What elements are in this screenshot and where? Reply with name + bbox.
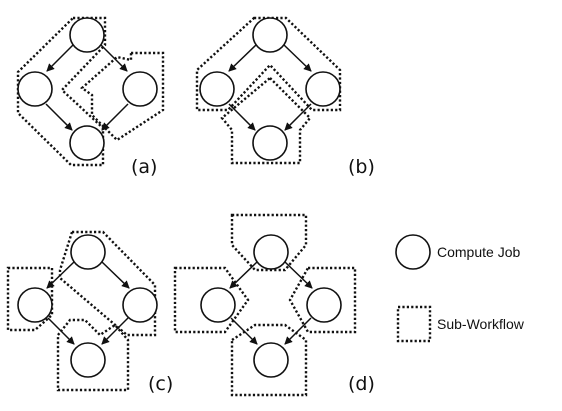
compute-job-a-right — [122, 71, 158, 107]
compute-job-c-right — [122, 287, 158, 323]
compute-job-b-left — [199, 71, 235, 107]
panel-a: (a) — [16, 16, 165, 178]
sub-workflow-b-bottom — [220, 76, 312, 165]
compute-job-a-left — [17, 71, 53, 107]
compute-job-d-bottom — [253, 342, 289, 378]
compute-job-b-right — [305, 71, 341, 107]
edge-d-right-bottom — [284, 317, 312, 345]
legend-compute-job-icon — [395, 234, 431, 270]
edge-c-left-bottom — [47, 317, 75, 345]
compute-job-b-bottom — [252, 125, 288, 161]
legend-sub-workflow-label: Sub-Workflow — [437, 316, 525, 332]
edge-a-left-bottom — [45, 103, 73, 131]
edge-b-left-bottom — [228, 103, 256, 131]
panel-label-a: (a) — [131, 156, 157, 178]
compute-job-a-top — [69, 17, 105, 53]
sub-workflow-d-top — [230, 213, 308, 272]
panel-label-c: (c) — [148, 373, 173, 395]
compute-job-c-top — [70, 234, 106, 270]
edge-b-top-left — [228, 44, 257, 72]
panel-d: (d) — [173, 213, 375, 397]
compute-job-d-top — [253, 234, 289, 270]
compute-job-b-top — [252, 17, 288, 53]
edge-c-top-right — [101, 261, 130, 289]
sub-workflow-c-bottom — [56, 318, 130, 392]
sub-workflow-b-top — [195, 16, 342, 112]
edge-d-top-left — [229, 261, 258, 289]
edge-d-top-right — [284, 261, 313, 289]
legend-sub-workflow-icon — [396, 305, 432, 343]
edge-b-top-right — [283, 44, 312, 72]
panel-b: (b) — [195, 16, 375, 178]
edge-c-right-bottom — [101, 317, 129, 345]
compute-job-c-left — [17, 287, 53, 323]
sub-workflow-d-left — [173, 266, 250, 334]
legend: Compute Job Sub-Workflow — [395, 234, 525, 343]
sub-workflow-a-right — [80, 51, 165, 142]
sub-workflow-c-left — [6, 266, 54, 332]
compute-job-c-bottom — [70, 342, 106, 378]
edge-b-right-bottom — [284, 103, 312, 131]
edge-c-top-left — [46, 261, 75, 289]
sub-workflow-c-center — [58, 230, 157, 337]
edge-d-left-bottom — [230, 317, 258, 345]
compute-job-a-bottom — [69, 125, 105, 161]
sub-workflow-d-bottom — [230, 323, 308, 397]
compute-job-d-right — [306, 287, 342, 323]
edge-a-top-right — [100, 44, 128, 72]
legend-compute-job-label: Compute Job — [437, 244, 520, 260]
panel-label-b: (b) — [348, 156, 375, 178]
compute-job-d-left — [200, 287, 236, 323]
panel-c: (c) — [6, 230, 173, 395]
edge-a-right-bottom — [101, 103, 129, 131]
edge-a-top-left — [46, 44, 74, 72]
panel-label-d: (d) — [348, 373, 375, 395]
